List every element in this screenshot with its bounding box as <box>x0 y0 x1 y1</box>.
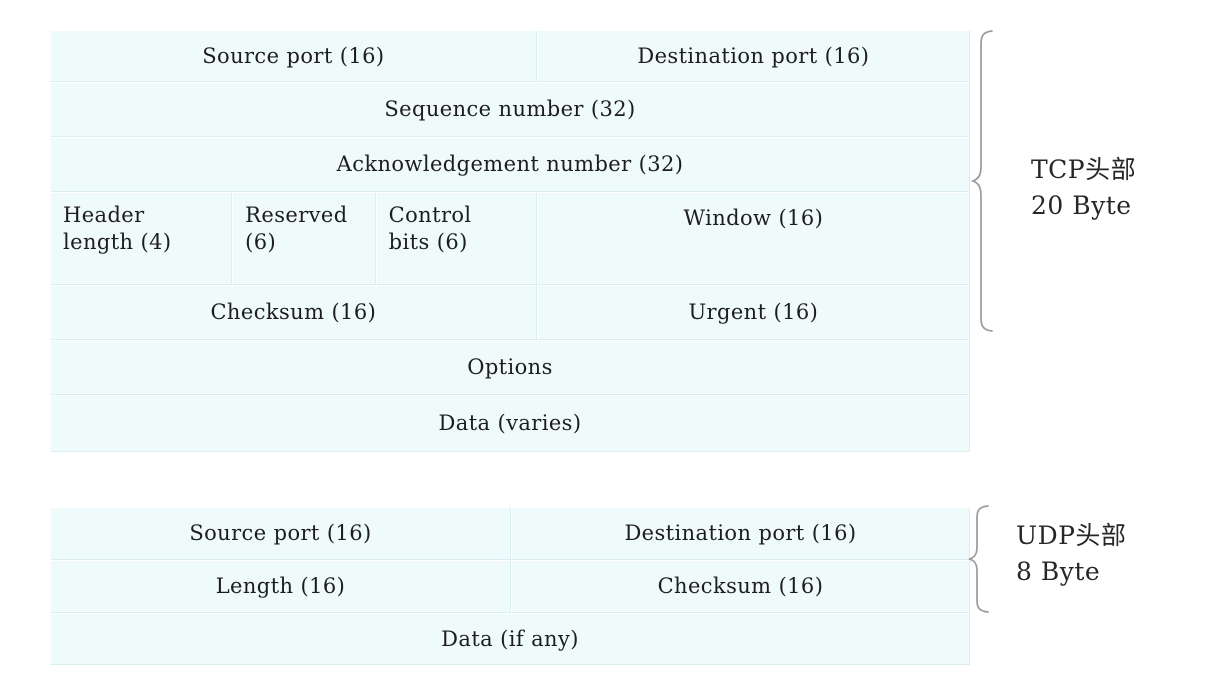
tcp-header-table: Source port (16)Destination port (16)Seq… <box>50 30 970 452</box>
checksum-cell: Checksum (16) <box>50 285 537 340</box>
control-bits-cell: Control bits (6) <box>375 192 537 285</box>
udp-header-label: UDP头部 8 Byte <box>1016 518 1126 589</box>
udp-ports-row: Source port (16)Destination port (16) <box>50 507 970 560</box>
tcp-brace <box>970 28 1006 334</box>
destination-port-cell: Destination port (16) <box>536 30 970 82</box>
options-cell: Options <box>50 340 970 395</box>
acknowledgement-number-cell: Acknowledgement number (32) <box>50 137 970 192</box>
tcp-data-cell: Data (varies) <box>50 395 970 452</box>
udp-length-cell: Length (16) <box>50 560 511 613</box>
ports-row: Source port (16)Destination port (16) <box>50 30 970 82</box>
options-row: Options <box>50 340 970 395</box>
source-port-cell: Source port (16) <box>50 30 537 82</box>
udp-brace <box>968 503 1002 615</box>
sequence-number-row: Sequence number (32) <box>50 82 970 137</box>
tcp-label-line2: 20 Byte <box>1031 190 1132 220</box>
header-length-cell: Header length (4) <box>50 192 233 285</box>
udp-header-table: Source port (16)Destination port (16)Len… <box>50 507 970 665</box>
udp-data-cell: Data (if any) <box>50 613 970 665</box>
udp-length-checksum-row: Length (16)Checksum (16) <box>50 560 970 613</box>
data-row: Data (varies) <box>50 395 970 452</box>
tcp-header-label: TCP头部 20 Byte <box>1031 152 1136 223</box>
udp-source-port-cell: Source port (16) <box>50 507 511 560</box>
udp-checksum-cell: Checksum (16) <box>510 560 970 613</box>
udp-label-line1: UDP头部 <box>1016 521 1127 550</box>
reserved-cell: Reserved (6) <box>232 192 376 285</box>
udp-destination-port-cell: Destination port (16) <box>510 507 970 560</box>
udp-data-row: Data (if any) <box>50 613 970 665</box>
checksum-urgent-row: Checksum (16)Urgent (16) <box>50 285 970 340</box>
flags-window-row: Header length (4)Reserved (6)Control bit… <box>50 192 970 285</box>
window-cell: Window (16) <box>536 192 970 285</box>
tcp-label-line1: TCP头部 <box>1031 155 1137 184</box>
acknowledgement-number-row: Acknowledgement number (32) <box>50 137 970 192</box>
udp-label-line2: 8 Byte <box>1016 556 1101 586</box>
sequence-number-cell: Sequence number (32) <box>50 82 970 137</box>
urgent-cell: Urgent (16) <box>536 285 970 340</box>
